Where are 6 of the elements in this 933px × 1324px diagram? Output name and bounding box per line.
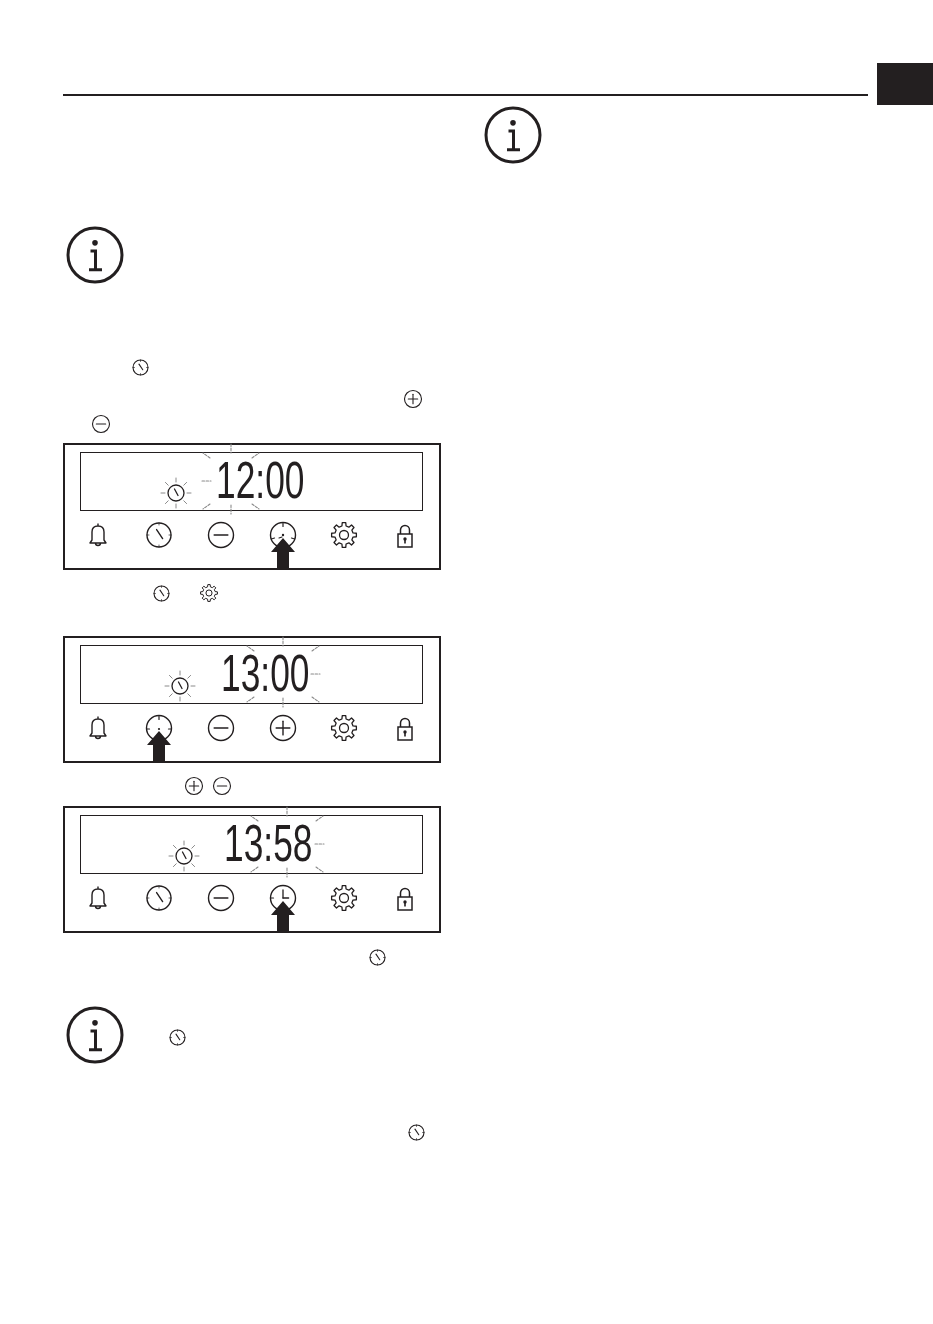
display-screen (80, 452, 423, 511)
time-readout: 12:00 (216, 461, 305, 499)
display-screen (80, 815, 423, 874)
display-screen (80, 645, 423, 704)
time-readout: 13:58 (224, 824, 313, 862)
time-readout: 13:00 (221, 654, 310, 692)
